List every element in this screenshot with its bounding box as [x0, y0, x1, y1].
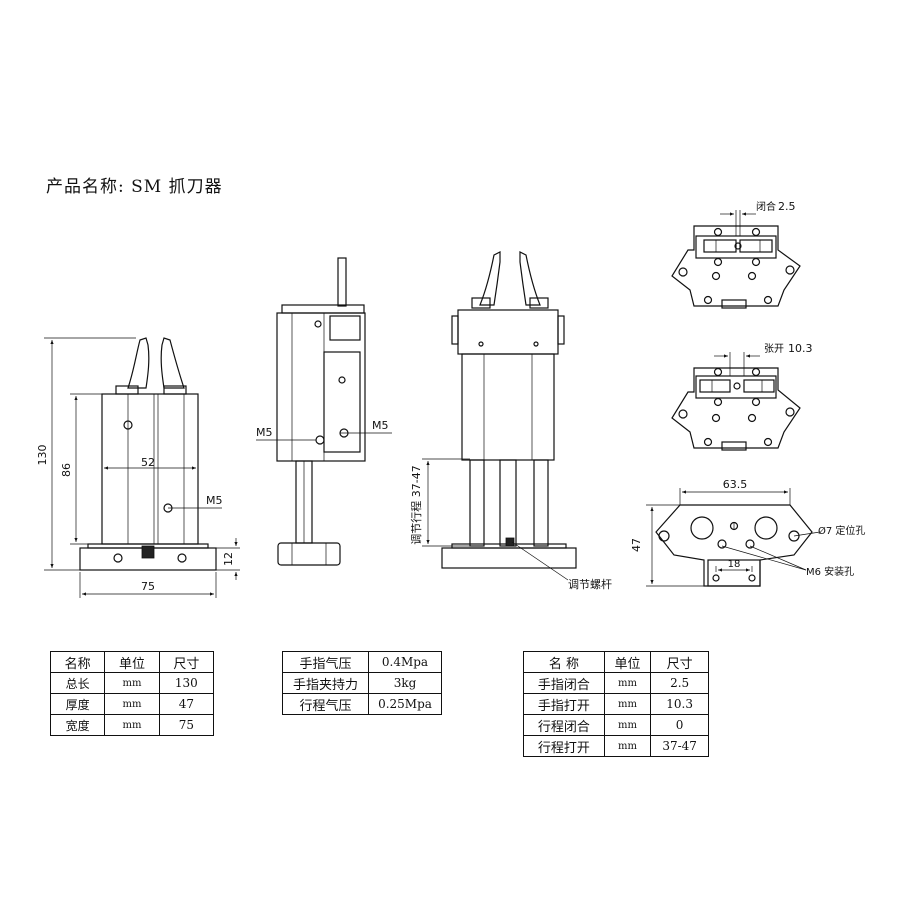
front-port-label: M5 — [206, 494, 223, 507]
table-cell: 0.25Mpa — [367, 693, 443, 715]
table-cell: mm — [104, 714, 160, 736]
table-header-cell: 单位 — [603, 651, 652, 673]
side-view: M5 M5 — [256, 257, 392, 566]
table-header-cell: 单位 — [104, 651, 160, 673]
table-row: 厚度 mm 47 — [49, 693, 215, 715]
dim-hole-spacing: 18 — [728, 559, 741, 570]
dim-base-height: 12 — [222, 552, 235, 566]
table-cell: 厚度 — [49, 693, 106, 715]
pressure-table: 手指气压 0.4Mpa 手指夹持力 3kg 行程气压 0.25Mpa — [282, 651, 443, 715]
table-cell: 130 — [158, 672, 215, 694]
table-header-cell: 名称 — [49, 651, 106, 673]
table-cell: 10.3 — [650, 693, 709, 715]
table-cell: 75 — [158, 714, 215, 736]
dim-total-width: 75 — [141, 580, 155, 593]
table-row: 宽度 mm 75 — [49, 714, 215, 736]
table-cell: 手指气压 — [282, 651, 369, 673]
close-label: 闭合 — [756, 200, 776, 213]
open-label: 张开 — [764, 343, 784, 355]
dimensions-table: 名称 单位 尺寸 总长 mm 130 厚度 mm 47 宽度 mm 75 — [49, 651, 215, 736]
table-cell: 0.4Mpa — [367, 651, 443, 673]
side-port-left-label: M5 — [256, 426, 273, 439]
table-cell: 手指夹持力 — [282, 672, 369, 694]
front-view: 130 86 12 52 M5 75 — [36, 337, 240, 598]
dim-body-height: 86 — [60, 463, 73, 477]
table-cell: 行程打开 — [523, 735, 605, 757]
table-header-cell: 尺寸 — [158, 651, 215, 673]
table-cell: mm — [603, 735, 652, 757]
table-cell: 37-47 — [650, 735, 709, 757]
side-port-right-label: M5 — [372, 419, 389, 432]
table-cell: 手指打开 — [523, 693, 605, 715]
bottom-view: 63.5 47 18 Ø7 定位孔 M6 安装孔 — [630, 478, 865, 587]
table-cell: mm — [603, 672, 652, 694]
open-value: 10.3 — [788, 342, 813, 355]
table-cell: 2.5 — [650, 672, 709, 694]
stroke-view: 调节行程 37-47 调节螺杆 — [410, 251, 612, 591]
dim-total-height: 130 — [36, 445, 49, 466]
dim-inner-width: 52 — [141, 456, 155, 469]
table-cell: 手指闭合 — [523, 672, 605, 694]
table-cell: 行程气压 — [282, 693, 369, 715]
table-cell: 3kg — [367, 672, 443, 694]
table-row: 行程打开 mm 37-47 — [523, 735, 709, 757]
table-header-cell: 尺寸 — [650, 651, 709, 673]
table-cell: 行程闭合 — [523, 714, 605, 736]
table-row: 行程闭合 mm 0 — [523, 714, 709, 736]
table-header-row: 名 称 单位 尺寸 — [523, 651, 709, 673]
stroke-dimension-label: 调节行程 37-47 — [410, 465, 423, 544]
close-value: 2.5 — [778, 200, 796, 213]
table-header-cell: 名 称 — [523, 651, 605, 673]
dim-bottom-width: 63.5 — [723, 478, 748, 491]
table-cell: 47 — [158, 693, 215, 715]
table-row: 行程气压 0.25Mpa — [282, 693, 443, 715]
table-row: 总长 mm 130 — [49, 672, 215, 694]
table-row: 手指夹持力 3kg — [282, 672, 443, 694]
table-row: 手指打开 mm 10.3 — [523, 693, 709, 715]
top-view-open: 张开 10.3 — [671, 342, 813, 451]
mount-hole-label: M6 安装孔 — [806, 565, 854, 578]
table-cell: mm — [104, 672, 160, 694]
table-row: 手指闭合 mm 2.5 — [523, 672, 709, 694]
pin-hole-label: Ø7 定位孔 — [818, 524, 865, 537]
stroke-table: 名 称 单位 尺寸 手指闭合 mm 2.5 手指打开 mm 10.3 行程闭合 … — [523, 651, 709, 757]
top-view-closed: 闭合 2.5 — [671, 200, 801, 309]
adjust-screw-label: 调节螺杆 — [568, 577, 612, 591]
table-row: 手指气压 0.4Mpa — [282, 651, 443, 673]
product-title: 产品名称: SM 抓刀器 — [46, 177, 223, 197]
table-cell: 0 — [650, 714, 709, 736]
table-cell: mm — [603, 693, 652, 715]
table-cell: 总长 — [49, 672, 106, 694]
table-header-row: 名称 单位 尺寸 — [49, 651, 215, 673]
table-cell: mm — [104, 693, 160, 715]
dim-bottom-height: 47 — [630, 538, 643, 552]
table-cell: 宽度 — [49, 714, 106, 736]
table-cell: mm — [603, 714, 652, 736]
